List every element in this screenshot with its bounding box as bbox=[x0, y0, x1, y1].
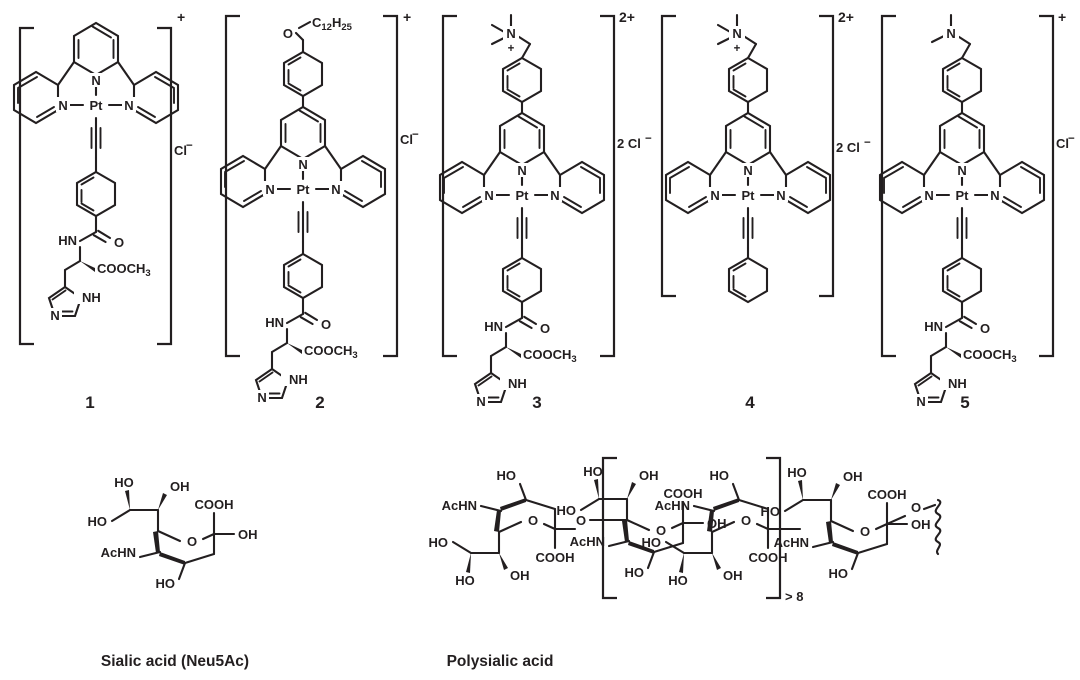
compound-5-counterion: Cl − bbox=[1056, 133, 1075, 151]
polysialic-residue-left: O COOH HO AcHN OH HO HO bbox=[429, 468, 577, 588]
svg-text:2 Cl: 2 Cl bbox=[836, 140, 860, 155]
svg-text:−: − bbox=[412, 129, 419, 141]
svg-text:OH: OH bbox=[723, 568, 743, 583]
svg-text:COOH: COOH bbox=[749, 550, 788, 565]
compound-3: 2+ 2 Cl − bbox=[438, 9, 652, 411]
compound-3-counterion: 2 Cl − bbox=[617, 133, 652, 151]
compound-4-charge: 2+ bbox=[838, 9, 854, 25]
compound-1: + Cl − bbox=[12, 9, 193, 346]
svg-text:HO: HO bbox=[429, 535, 449, 550]
compound-3-trimethylammonium-group bbox=[490, 13, 532, 60]
svg-text:Cl: Cl bbox=[400, 132, 413, 147]
polysialic-residue-right: O COOH HO AcHN OH HO HO bbox=[642, 468, 790, 588]
compound-number-2: 2 bbox=[315, 393, 324, 412]
polysialic-acid-caption: Polysialic acid bbox=[447, 653, 554, 670]
polysialic-ring-o-left: O bbox=[528, 513, 538, 528]
compound-5: + Cl − bbox=[878, 9, 1075, 411]
svg-text:O: O bbox=[283, 26, 293, 41]
compound-4: 2+ 2 Cl − bbox=[660, 9, 871, 304]
polysialic-terminal-link bbox=[922, 503, 937, 511]
compound-1-counterion: Cl − bbox=[174, 140, 193, 158]
compound-2-charge: + bbox=[403, 9, 411, 25]
svg-text:2 Cl: 2 Cl bbox=[617, 136, 641, 151]
compound-3-charge: 2+ bbox=[619, 9, 635, 25]
svg-text:−: − bbox=[645, 133, 652, 145]
compound-4-brackets bbox=[660, 14, 835, 298]
compound-4-trimethylammonium-group bbox=[716, 13, 758, 60]
polysialic-repeat-bracket-open bbox=[601, 456, 617, 600]
polysialic-achn-left: AcHN bbox=[442, 498, 477, 513]
compound-5-charge: + bbox=[1058, 9, 1066, 25]
compound-1-charge: + bbox=[177, 9, 185, 25]
svg-text:HO: HO bbox=[455, 573, 475, 588]
polysialic-glycosidic-o-left: O bbox=[576, 513, 586, 528]
compound-5-dimethylamino-group bbox=[930, 13, 972, 60]
polysialic-acid-structure: O COOH HO AcHN OH HO HO O > 8 bbox=[429, 456, 942, 604]
svg-text:O: O bbox=[741, 513, 751, 528]
svg-text:HO: HO bbox=[668, 573, 688, 588]
compound-number-5: 5 bbox=[960, 393, 969, 412]
svg-text:Cl: Cl bbox=[1056, 136, 1069, 151]
svg-text:−: − bbox=[186, 140, 193, 152]
svg-text:−: − bbox=[864, 137, 871, 149]
svg-text:OH: OH bbox=[510, 568, 530, 583]
svg-text:Cl: Cl bbox=[174, 143, 187, 158]
polysialic-terminal-o: O bbox=[911, 500, 921, 515]
sialic-acid-caption: Sialic acid (Neu5Ac) bbox=[101, 653, 249, 670]
polysialic-cooh-left: COOH bbox=[536, 550, 575, 565]
compound-2-brackets bbox=[224, 14, 399, 358]
compound-3-brackets bbox=[441, 14, 616, 358]
svg-text:AcHN: AcHN bbox=[655, 498, 690, 513]
svg-text:HO: HO bbox=[642, 535, 662, 550]
compound-2-counterion: Cl − bbox=[400, 129, 419, 147]
compound-number-1: 1 bbox=[85, 393, 94, 412]
polysialic-repeat-count: > 8 bbox=[785, 589, 803, 604]
compound-1-brackets bbox=[18, 26, 173, 346]
polysialic-ho-left: HO bbox=[497, 468, 517, 483]
compound-4-counterion: 2 Cl − bbox=[836, 137, 871, 155]
polysialic-squiggle-bond bbox=[934, 498, 942, 556]
svg-text:HO: HO bbox=[710, 468, 730, 483]
polysialic-terminal-bond bbox=[885, 514, 907, 526]
compound-number-3: 3 bbox=[532, 393, 541, 412]
compound-number-4: 4 bbox=[745, 393, 755, 412]
svg-text:−: − bbox=[1068, 133, 1075, 145]
compound-5-brackets bbox=[880, 14, 1055, 358]
